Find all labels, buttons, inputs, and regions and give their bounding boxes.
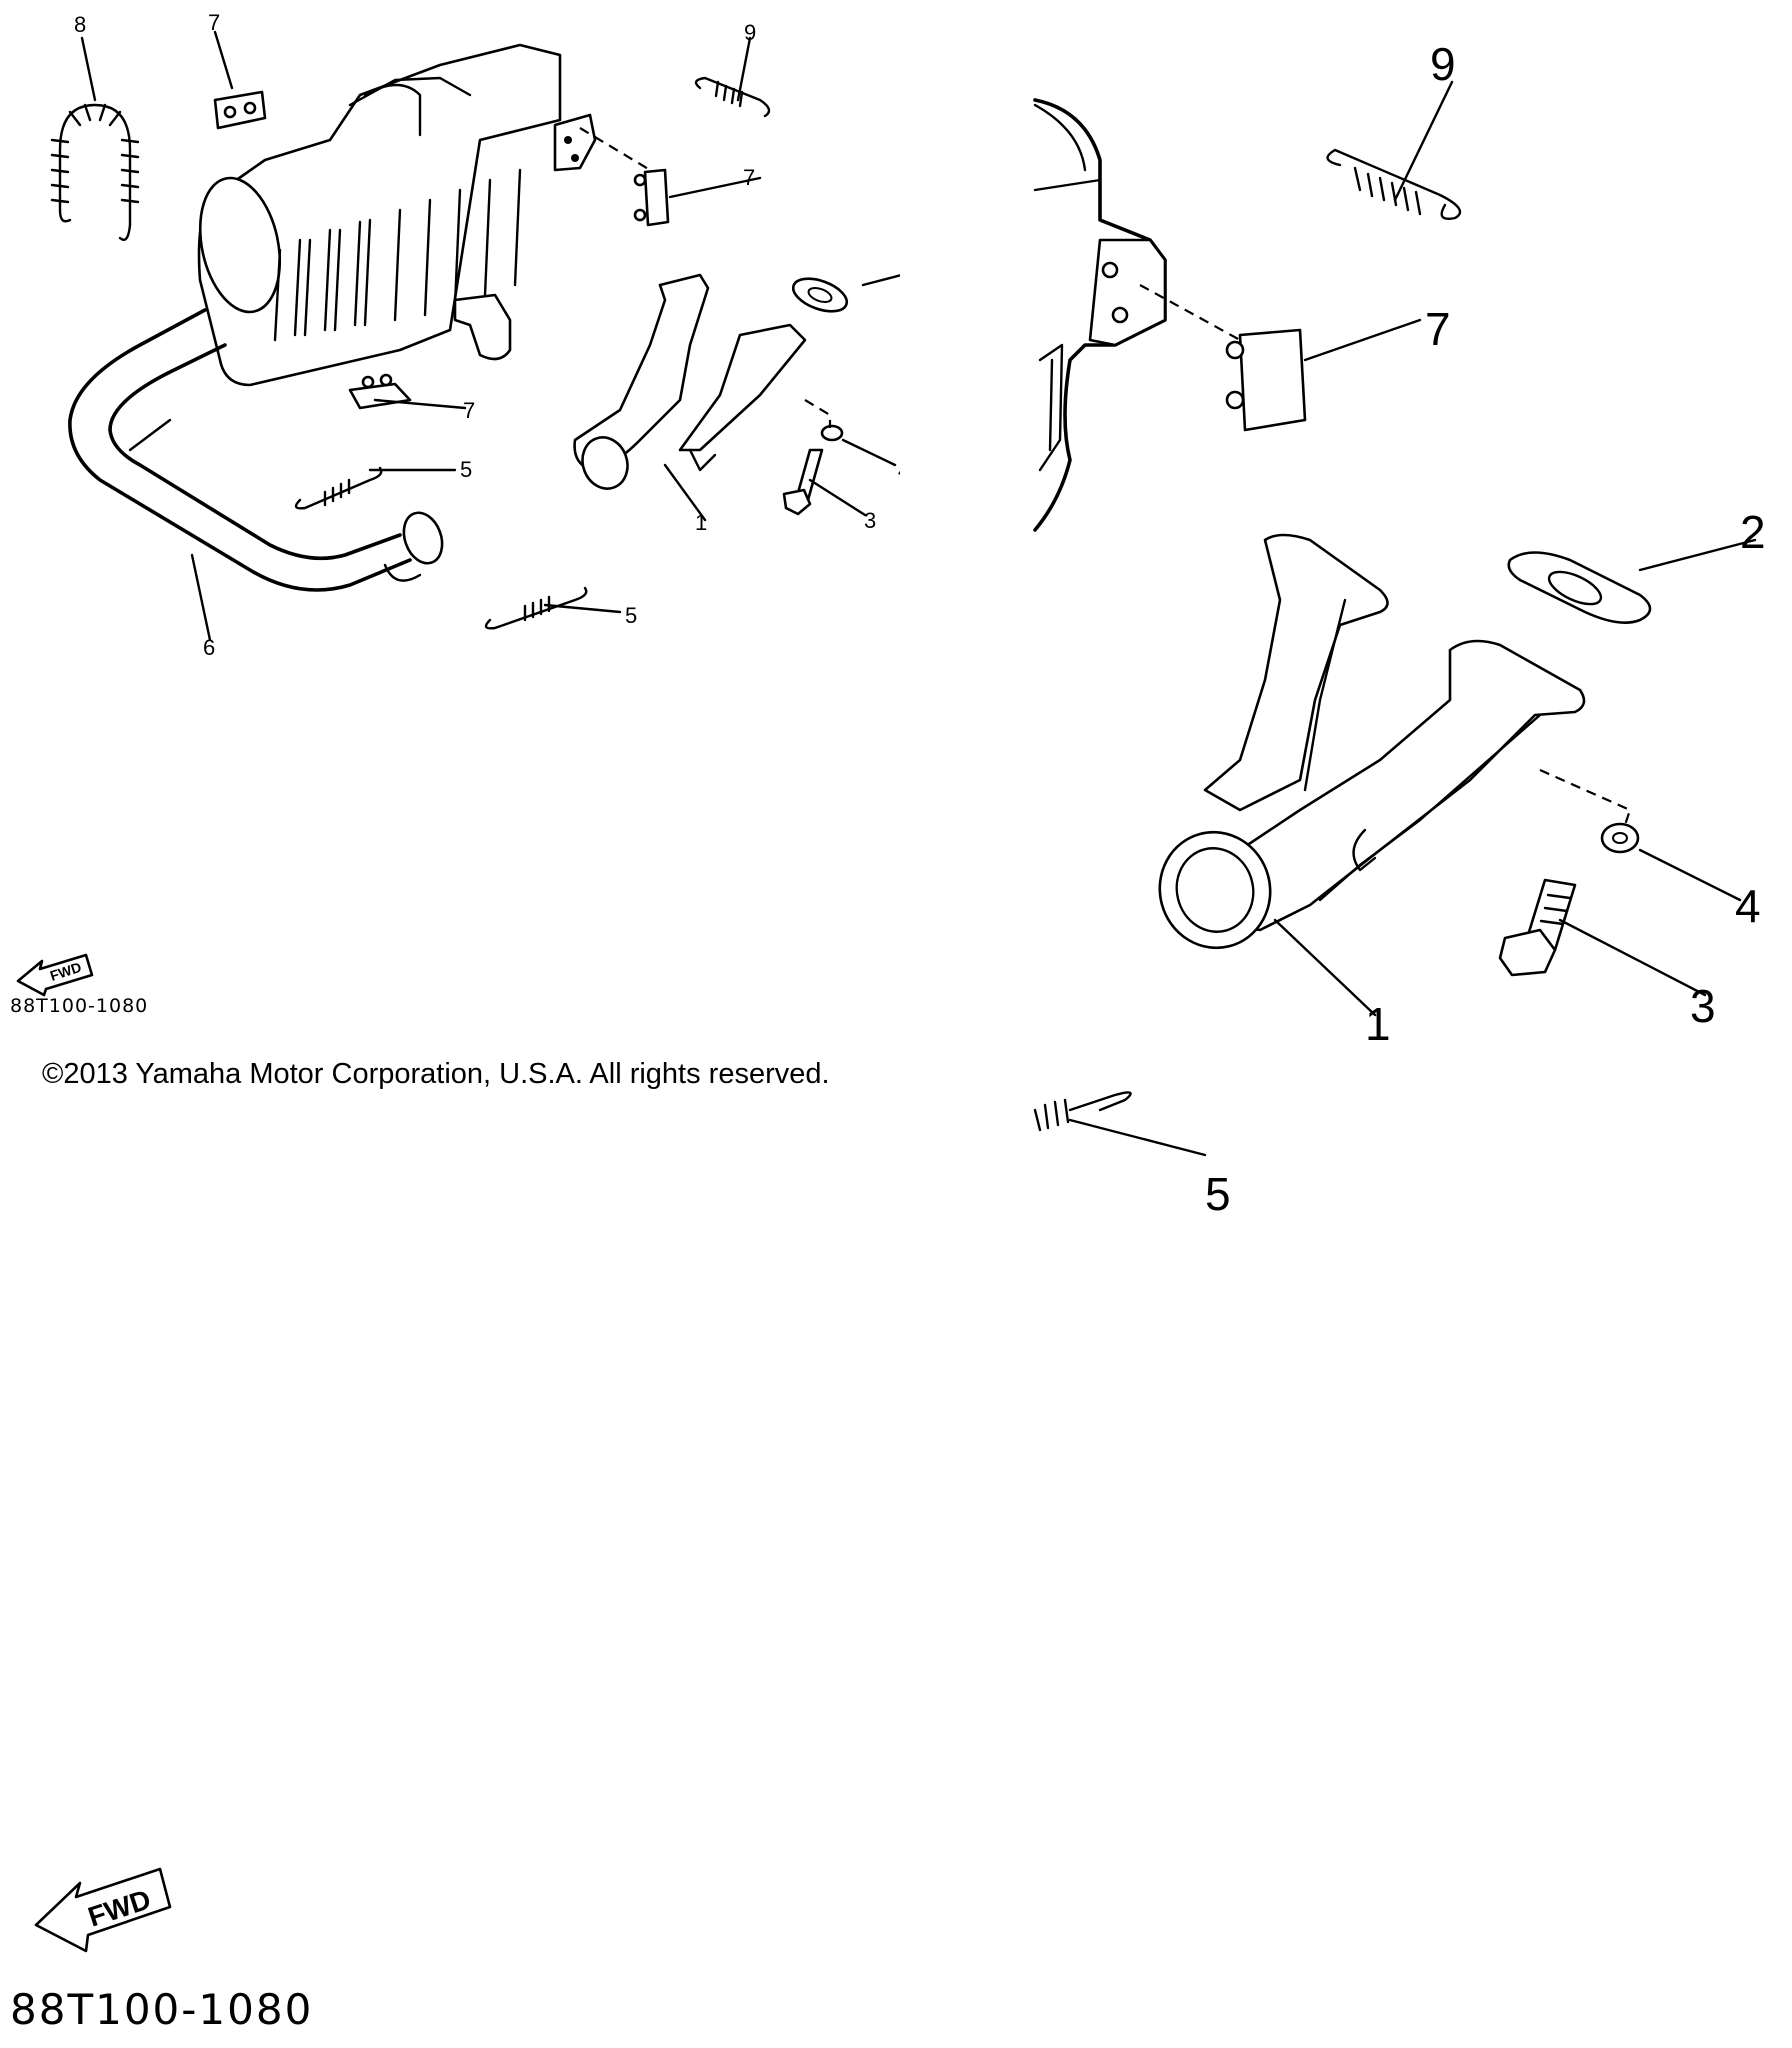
callout-5-lower: 5 <box>625 603 637 628</box>
fwd-arrow-large: FWD <box>34 1867 172 1953</box>
muffler-body <box>197 43 597 387</box>
fwd-arrow-small: FWD <box>16 953 94 997</box>
overview-diagram-code: 88T100-1080 <box>10 995 149 1017</box>
callout-1: 1 <box>695 510 707 535</box>
callout-9: 9 <box>744 20 756 45</box>
spring-9 <box>694 76 771 118</box>
callout-4: 4 <box>898 458 900 483</box>
detail-callout-1: 1 <box>1365 998 1391 1050</box>
callout-8: 8 <box>74 12 86 37</box>
detail-bolt-3 <box>1498 878 1577 977</box>
callout-7-top: 7 <box>208 10 220 35</box>
detail-callout-7: 7 <box>1425 303 1451 355</box>
bolt-3 <box>782 448 824 516</box>
detail-spring-5 <box>1033 1091 1132 1132</box>
detail-washer-4 <box>1600 822 1640 854</box>
washer-4 <box>820 424 844 442</box>
detail-diagram-code: 88T100-1080 <box>10 1985 314 2034</box>
damper-7-top <box>213 90 267 130</box>
detail-callout-2: 2 <box>1740 506 1766 558</box>
detail-callout-5: 5 <box>1205 1168 1231 1220</box>
spring-5-upper <box>294 466 383 510</box>
detail-muffler-partial <box>1033 98 1167 532</box>
exhaust-pipe-6 <box>68 308 444 592</box>
copyright-notice: ©2013 Yamaha Motor Corporation, U.S.A. A… <box>42 1058 830 1090</box>
detail-spring-9 <box>1326 148 1462 220</box>
overview-exhaust-diagram: 1 2 3 4 5 5 6 7 7 7 8 9 <box>50 10 900 660</box>
detail-exhaust-pipe-1 <box>1158 533 1586 950</box>
detail-exhaust-diagram: 9 7 2 4 1 3 5 <box>1033 38 1766 1220</box>
gasket-2 <box>791 277 849 313</box>
detail-callout-4: 4 <box>1735 880 1761 932</box>
callout-6: 6 <box>203 635 215 660</box>
callout-7-bottom: 7 <box>463 398 475 423</box>
spring-8 <box>50 103 140 241</box>
detail-callout-9: 9 <box>1430 38 1456 90</box>
detail-damper-7 <box>1225 328 1307 432</box>
damper-7-right <box>633 168 670 227</box>
callout-5-upper: 5 <box>460 457 472 482</box>
detail-callout-3: 3 <box>1690 980 1716 1032</box>
spring-5-lower <box>484 586 588 630</box>
exhaust-pipe-1 <box>573 273 807 490</box>
callout-3: 3 <box>864 508 876 533</box>
detail-gasket-2 <box>1507 551 1652 624</box>
callout-7-right: 7 <box>743 165 755 190</box>
